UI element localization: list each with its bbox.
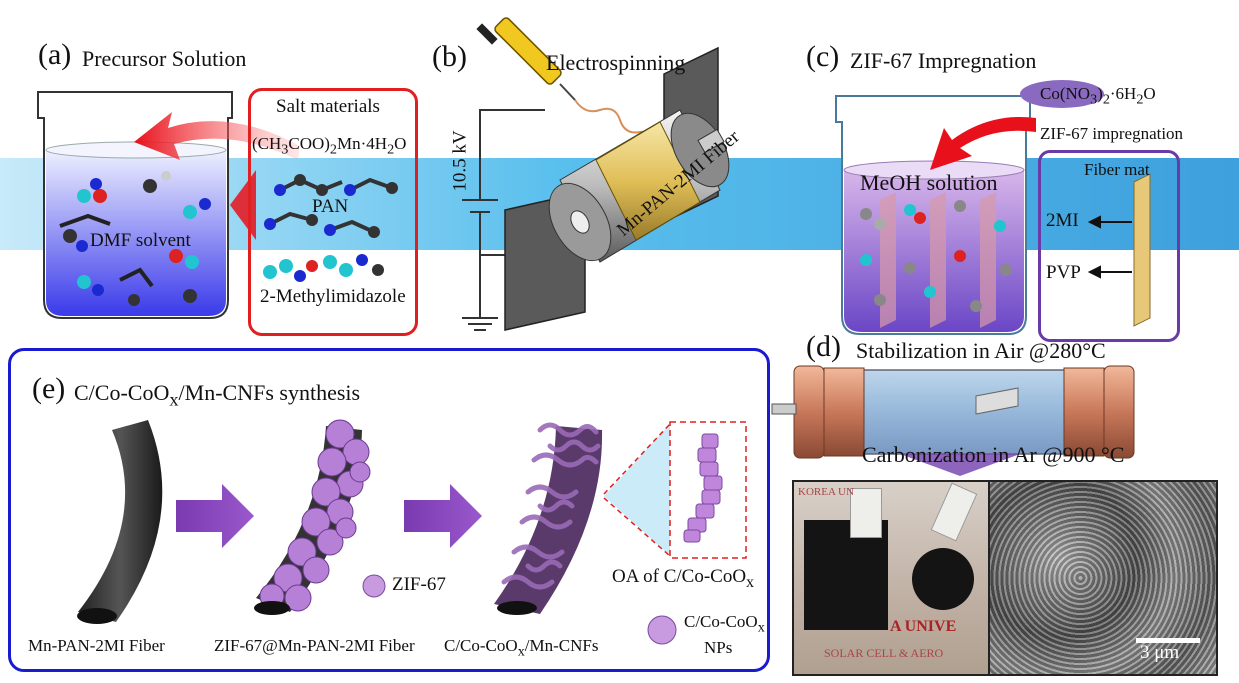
zoom-line-2 bbox=[603, 497, 671, 557]
scale-label: 3 μm bbox=[1140, 642, 1180, 663]
rotating-drum bbox=[548, 109, 730, 263]
panel-b-title: Electrospinning bbox=[546, 50, 686, 75]
fiber3-label: C/Co-CoOx/Mn-CNFs bbox=[444, 636, 599, 660]
np-legend-icon bbox=[647, 615, 677, 645]
zoom-line-1 bbox=[603, 423, 671, 495]
fiber-dark bbox=[78, 420, 163, 622]
mi-label: 2MI bbox=[1046, 210, 1079, 231]
panel-c-label: (c) bbox=[806, 40, 840, 73]
carbon-fiber-photo: KOREA UN A UNIVE SOLAR CELL & AERO bbox=[792, 480, 990, 676]
red-arrow-a bbox=[134, 112, 300, 160]
salt-materials-box bbox=[248, 88, 418, 336]
circuit bbox=[462, 109, 560, 331]
pvp-label: PVP bbox=[1046, 262, 1081, 283]
syringe bbox=[476, 17, 661, 146]
pan-label: PAN bbox=[312, 196, 349, 217]
cnf-fiber bbox=[494, 422, 603, 615]
zif67-legend-label: ZIF-67 bbox=[392, 574, 446, 595]
zoom-np-chain bbox=[683, 433, 723, 543]
photo-text-top: KOREA UN bbox=[798, 486, 854, 498]
manganese-acetate-formula: (CH3COO)2Mn·4H2O bbox=[252, 134, 407, 158]
mat-arrows bbox=[1087, 215, 1132, 279]
methylimidazole-label: 2-Methylimidazole bbox=[260, 286, 406, 307]
tube-furnace bbox=[771, 365, 1135, 459]
voltage-label: 10.5 kV bbox=[449, 130, 471, 192]
panel-d-label: (d) bbox=[806, 330, 841, 363]
cobalt-nitrate-formula: Co(NO3)2·6H2O bbox=[1040, 84, 1156, 108]
zif67-impregnation-label: ZIF-67 impregnation bbox=[1040, 124, 1184, 143]
meoh-solution-label: MeOH solution bbox=[860, 170, 998, 195]
photo-text-bottom: SOLAR CELL & AERO bbox=[824, 646, 944, 660]
molecules-c bbox=[860, 200, 1012, 312]
red-arrow-c bbox=[930, 116, 1036, 170]
panel-e-title: C/Co-CoOx/Mn-CNFs synthesis bbox=[74, 380, 361, 410]
zif-legend-icon bbox=[362, 574, 386, 598]
process-arrow-1 bbox=[176, 484, 254, 548]
zif-coated-fiber bbox=[254, 419, 371, 615]
np-legend-label-2: NPs bbox=[704, 638, 733, 657]
scale-bar bbox=[1136, 638, 1200, 643]
molecules-a bbox=[59, 171, 211, 306]
salt-materials-title: Salt materials bbox=[276, 96, 380, 117]
zoom-box bbox=[669, 421, 747, 559]
dmf-solvent-label: DMF solvent bbox=[90, 230, 191, 251]
panel-c-title: ZIF-67 Impregnation bbox=[850, 48, 1037, 73]
np-legend-label-1: C/Co-CoOx bbox=[684, 612, 765, 636]
fiber1-label: Mn-PAN-2MI Fiber bbox=[28, 636, 165, 655]
pan-molecules bbox=[264, 174, 398, 238]
panel-e-label: (e) bbox=[32, 372, 66, 405]
fiber-dark-end bbox=[77, 608, 117, 624]
oa-label: OA of C/Co-CoOx bbox=[612, 566, 754, 591]
fiber-mat-slab bbox=[1133, 173, 1151, 327]
carbonization-label: Carbonization in Ar @900 °C bbox=[862, 442, 1125, 467]
zoom-cone bbox=[604, 424, 670, 556]
process-arrow-2 bbox=[404, 484, 482, 548]
panel-a-label: (a) bbox=[38, 38, 72, 71]
mi-molecules bbox=[263, 254, 384, 282]
stabilization-label: Stabilization in Air @280°C bbox=[856, 338, 1106, 363]
fiber-mat-box bbox=[1038, 150, 1180, 342]
beaker-a bbox=[37, 91, 233, 319]
fiber2-label: ZIF-67@Mn-PAN-2MI Fiber bbox=[214, 636, 415, 655]
panel-b-label: (b) bbox=[432, 40, 467, 73]
photo-text-mid: A UNIVE bbox=[890, 618, 957, 635]
fiber-mat-label: Fiber mat bbox=[1084, 160, 1150, 179]
synthesis-box bbox=[8, 348, 770, 672]
purple-arrow-d bbox=[900, 454, 1020, 476]
panel-a-title: Precursor Solution bbox=[82, 46, 247, 71]
sem-image: 3 μm bbox=[988, 480, 1218, 676]
cobalt-nitrate-powder bbox=[1020, 80, 1104, 108]
